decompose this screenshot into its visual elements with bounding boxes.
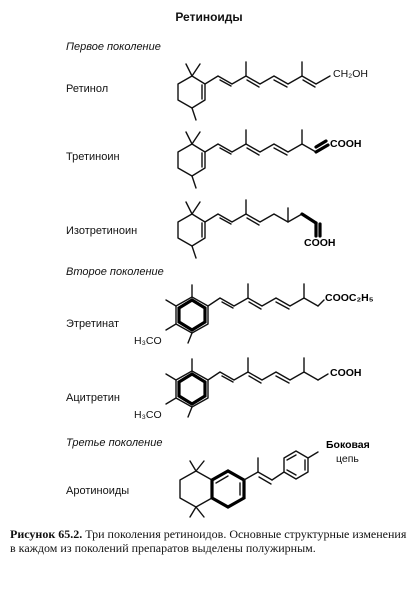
figure-caption: Рисунок 65.2. Три поколения ретиноидов. …: [10, 527, 410, 555]
structure-etretinate: H₃CO COOC₂H₅: [134, 283, 374, 347]
structure-retinol: CH₂OH: [177, 61, 368, 121]
generation-label-second: Второе поколение: [66, 266, 164, 278]
compound-label-tretinoin: Третиноин: [66, 151, 120, 163]
generation-label-third: Третье поколение: [66, 437, 163, 449]
group-cooh-tretinoin: COOH: [330, 138, 362, 150]
compound-label-etretinate: Этретинат: [66, 318, 119, 330]
structures-canvas: CH₂OH COOH COOH: [134, 61, 374, 518]
group-cooc2h5: COOC₂H₅: [325, 292, 374, 304]
compound-label-acitretin: Ацитретин: [66, 392, 120, 404]
group-ch2oh: CH₂OH: [333, 68, 368, 80]
figure-title: Ретиноиды: [175, 10, 243, 24]
group-cooh-acitretin: COOH: [330, 367, 362, 379]
generation-label-first: Первое поколение: [66, 41, 161, 53]
side-chain-label-line2: цепь: [336, 453, 359, 465]
structure-arotinoids: [179, 450, 319, 518]
structure-tretinoin: COOH: [177, 129, 362, 189]
structure-acitretin: H₃CO COOH: [134, 357, 362, 421]
compound-label-isotretinoin: Изотретиноин: [66, 225, 138, 237]
side-chain-label-line1: Боковая: [326, 439, 370, 451]
structure-isotretinoin: COOH: [177, 199, 336, 259]
group-h3co-etretinate: H₃CO: [134, 335, 162, 347]
group-cooh-isotretinoin: COOH: [304, 237, 336, 249]
compound-label-arotinoids: Аротиноиды: [66, 485, 130, 497]
compound-label-retinol: Ретинол: [66, 83, 109, 95]
caption-figure-number: Рисунок 65.2.: [10, 527, 83, 541]
caption-text: Три поколения ретиноидов. Основные струк…: [10, 527, 407, 555]
group-h3co-acitretin: H₃CO: [134, 409, 162, 421]
